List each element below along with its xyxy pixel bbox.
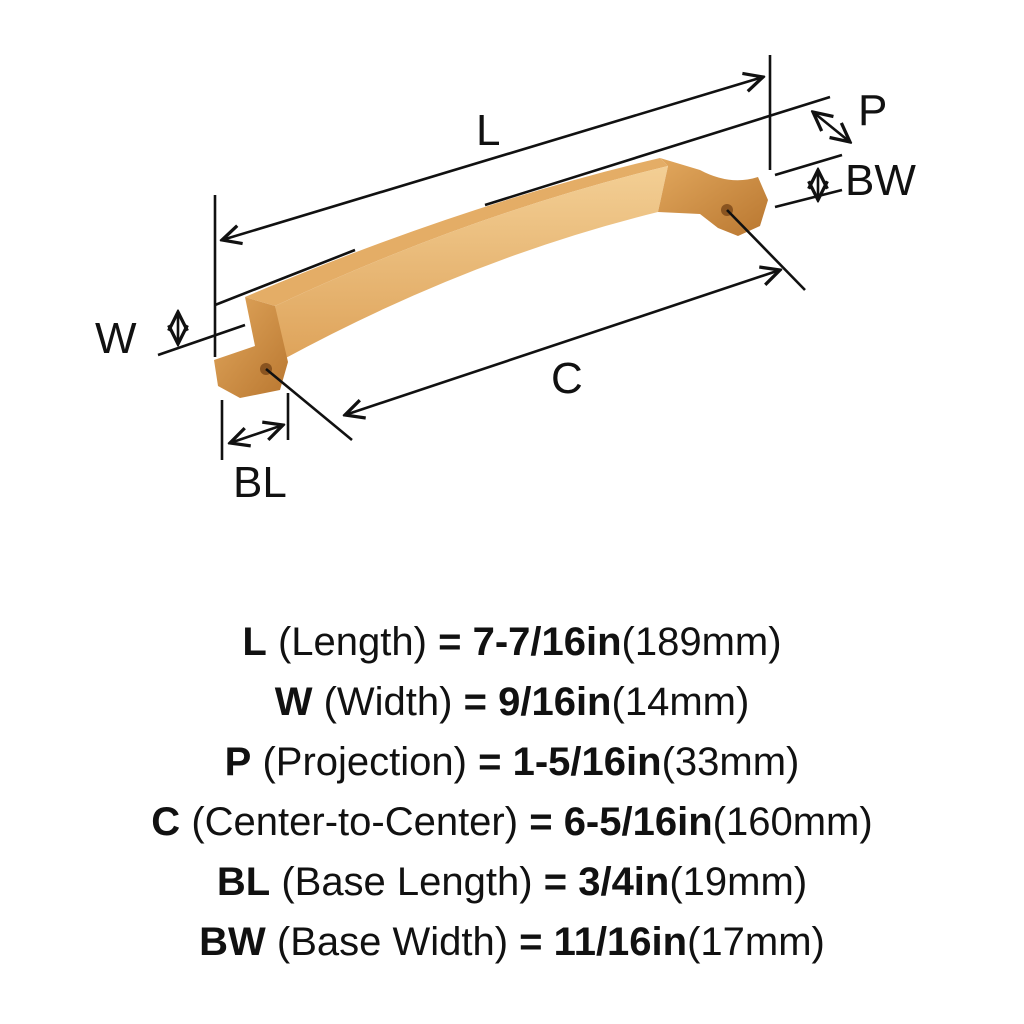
spec-name: (Projection): [262, 740, 467, 784]
cabinet-pull-handle: [214, 158, 768, 398]
spec-base-length: BL (Base Length) = 3/4in(19mm): [0, 852, 1024, 912]
spec-name: (Length): [277, 620, 427, 664]
spec-name: (Base Width): [276, 920, 509, 964]
spec-imperial: 11/16in: [553, 920, 688, 964]
spec-length: L (Length) = 7-7/16in(189mm): [0, 612, 1024, 672]
specifications-list: L (Length) = 7-7/16in(189mm) W (Width) =…: [0, 612, 1024, 972]
spec-name: (Width): [323, 680, 453, 724]
spec-name: (Center-to-Center): [191, 800, 519, 844]
spec-metric: (33mm): [661, 740, 800, 784]
spec-metric: (160mm): [712, 800, 873, 844]
spec-name: (Base Length): [281, 860, 533, 904]
spec-base-width: BW (Base Width) = 11/16in(17mm): [0, 912, 1024, 972]
dimension-lines: [157, 55, 850, 460]
spec-equals: =: [478, 740, 502, 784]
spec-imperial: 6-5/16in: [563, 800, 713, 844]
spec-code: L: [242, 620, 267, 664]
label-base-width: BW: [845, 156, 916, 205]
spec-width: W (Width) = 9/16in(14mm): [0, 672, 1024, 732]
spec-imperial: 1-5/16in: [512, 740, 662, 784]
spec-metric: (17mm): [687, 920, 825, 964]
label-length: L: [476, 106, 500, 155]
spec-center-to-center: C (Center-to-Center) = 6-5/16in(160mm): [0, 792, 1024, 852]
spec-equals: =: [543, 860, 568, 904]
spec-imperial: 3/4in: [578, 860, 670, 904]
spec-code: BL: [216, 860, 271, 904]
label-width: W: [95, 314, 137, 363]
label-center-to-center: C: [551, 354, 583, 403]
label-base-length: BL: [233, 458, 287, 507]
spec-equals: =: [519, 920, 543, 964]
spec-code: P: [224, 740, 252, 784]
spec-equals: =: [438, 620, 462, 664]
spec-metric: (19mm): [669, 860, 808, 904]
spec-equals: =: [463, 680, 487, 724]
spec-code: BW: [199, 920, 266, 964]
spec-code: C: [151, 800, 181, 844]
dimension-diagram: L P BW W C BL: [95, 55, 916, 507]
spec-equals: =: [529, 800, 553, 844]
label-projection: P: [858, 86, 887, 135]
spec-metric: (14mm): [611, 680, 750, 724]
handle-right-leg: [658, 158, 768, 236]
spec-metric: (189mm): [621, 620, 782, 664]
spec-projection: P (Projection) = 1-5/16in(33mm): [0, 732, 1024, 792]
spec-code: W: [274, 680, 313, 724]
spec-imperial: 9/16in: [498, 680, 612, 724]
spec-imperial: 7-7/16in: [472, 620, 622, 664]
